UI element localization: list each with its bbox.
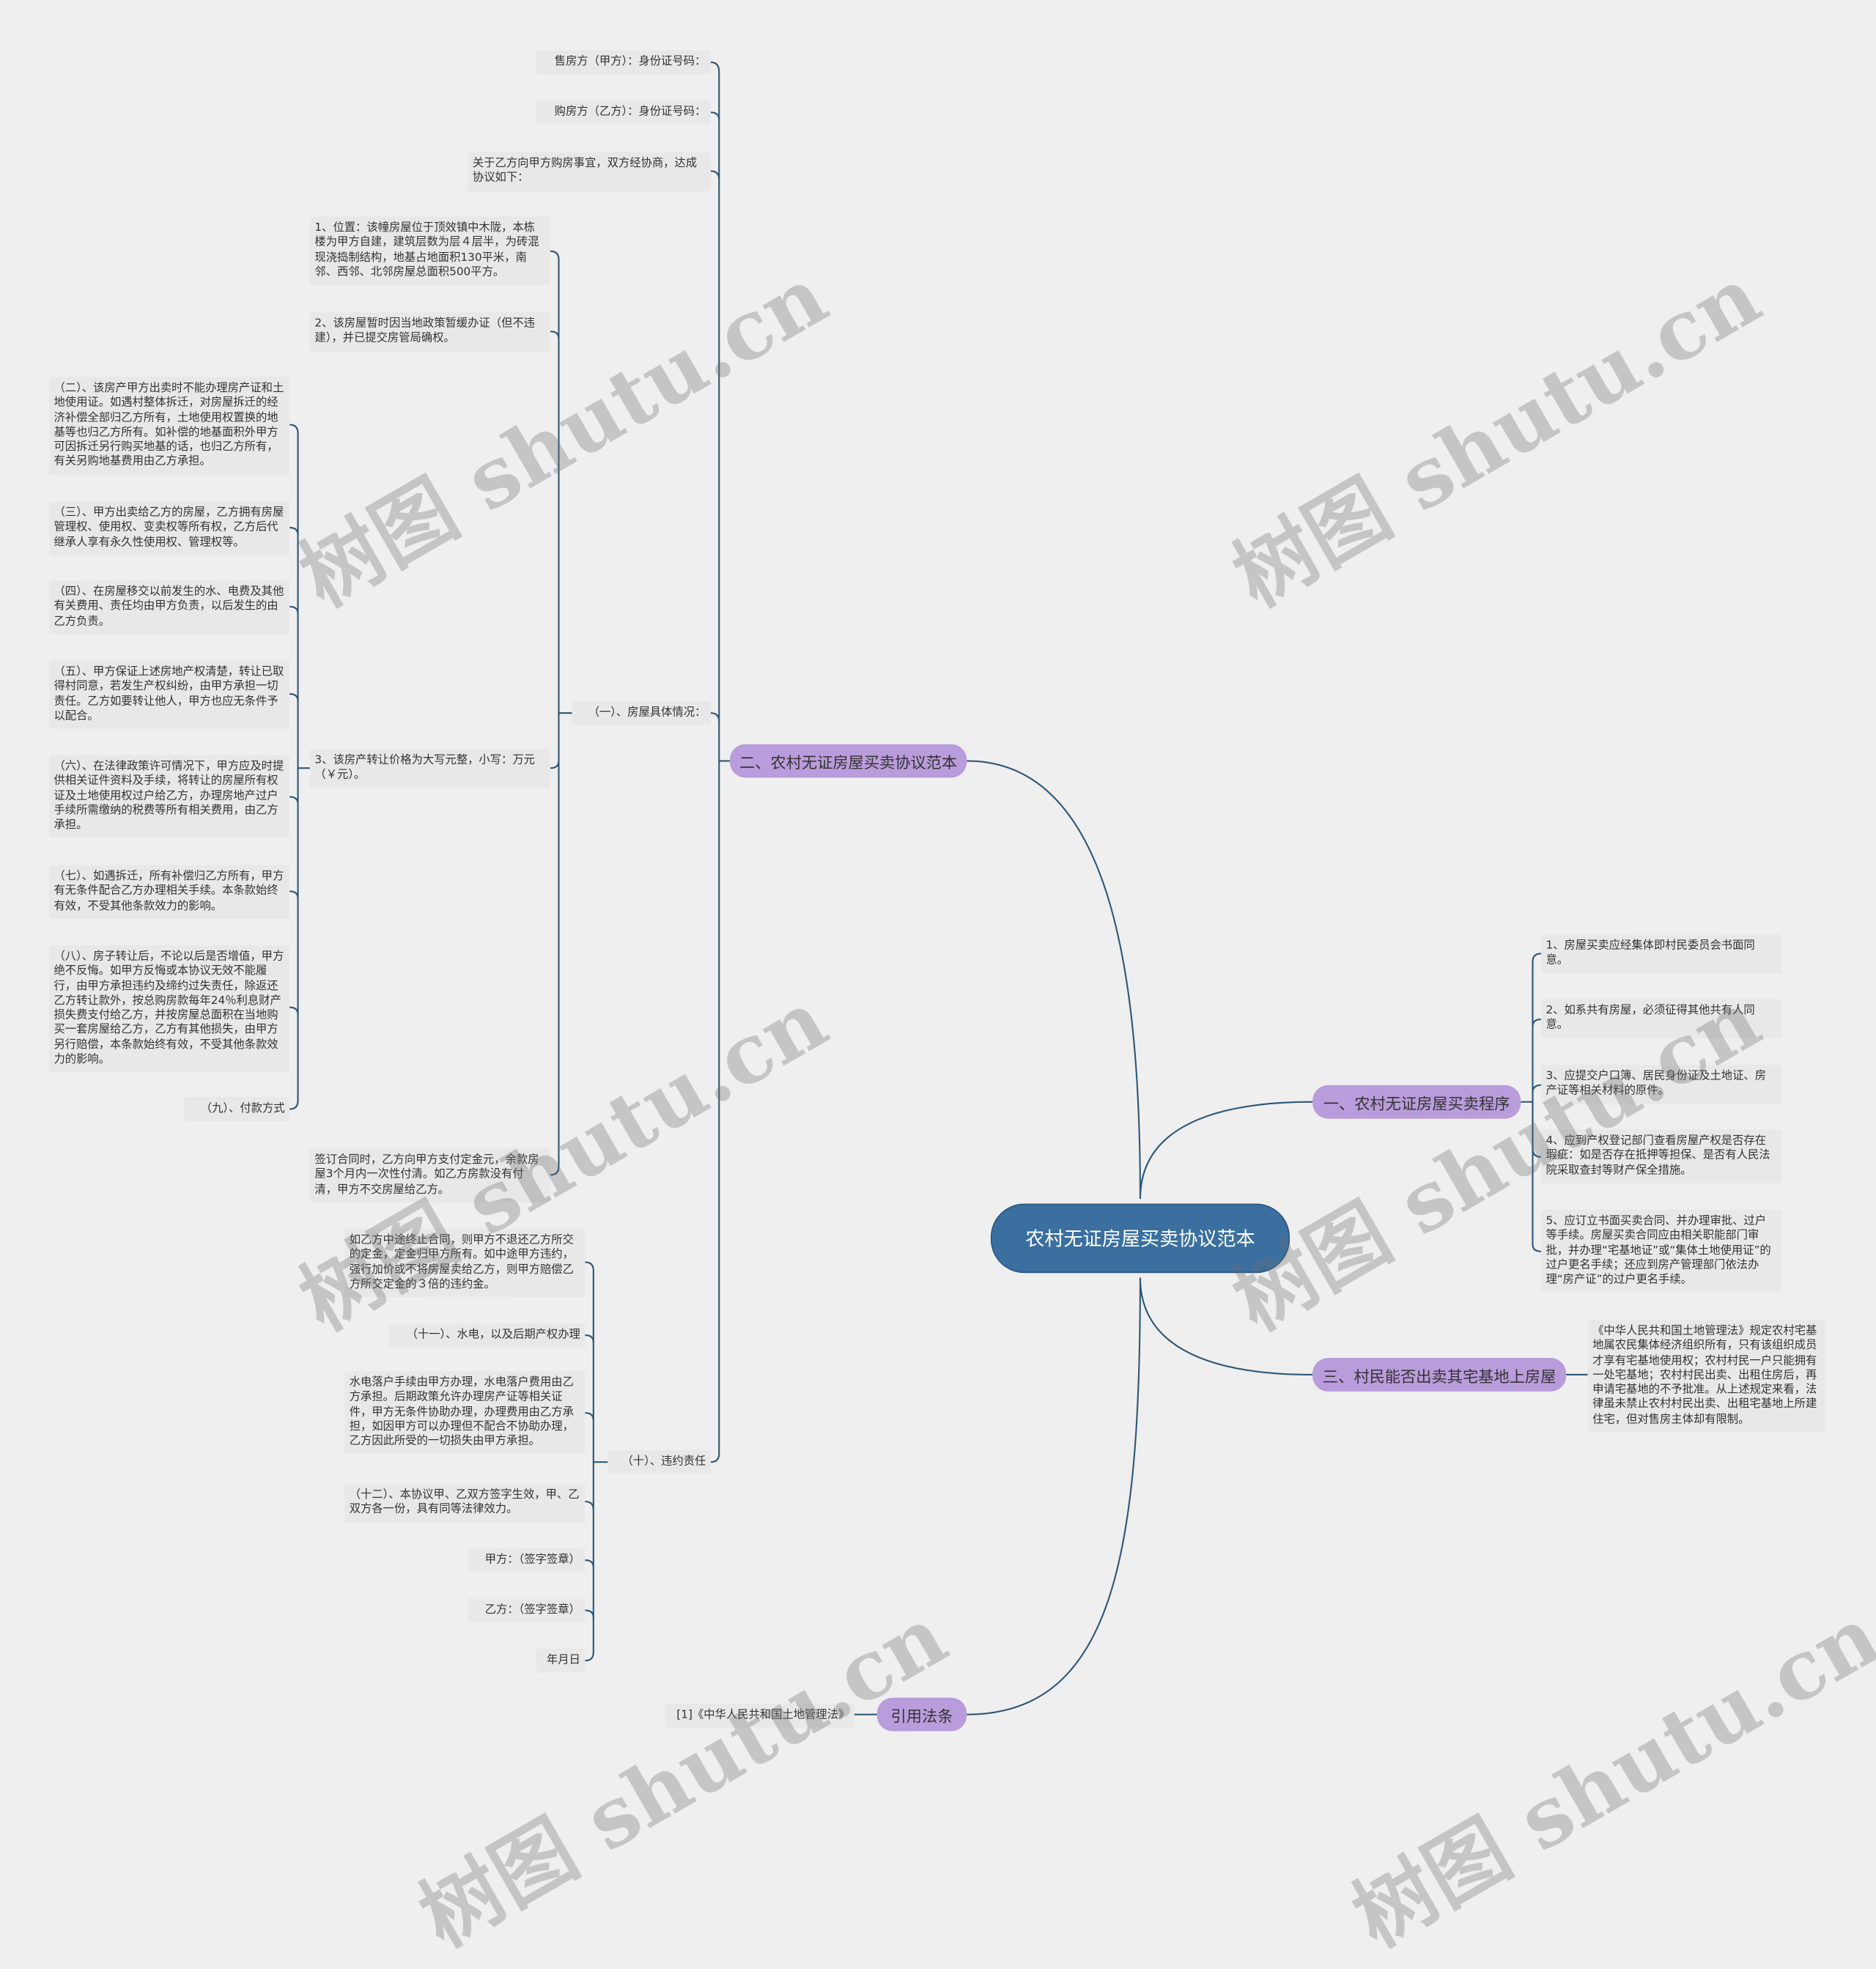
clause-2-leaf[interactable]: （二）、该房产甲方出卖时不能办理房产证和土地使用证。如遇村整体拆迁，对房屋拆迁的… xyxy=(48,377,290,475)
breach-detail-leaf[interactable]: 如乙方中途终止合同，则甲方不退还乙方所交的定金，定金归甲方所有。如中途甲方违约，… xyxy=(344,1228,586,1298)
branch-4-node[interactable]: 引用法条 xyxy=(876,1697,967,1732)
root-node[interactable]: 农村无证房屋买卖协议范本 xyxy=(990,1203,1290,1274)
signing-leaf[interactable]: 签订合同时，乙方向甲方支付定金元，余款房屋3个月内一次性付清。如乙方房款没有付清… xyxy=(309,1148,551,1203)
procedure-5-leaf[interactable]: 5、应订立书面买卖合同、并办理审批、过户等手续。房屋买卖合同应由相关职能部门审批… xyxy=(1540,1209,1782,1293)
procedure-3-leaf[interactable]: 3、应提交户口簿、居民身份证及土地证、房产证等相关材料的原件。 xyxy=(1540,1065,1782,1104)
party-a-sign-leaf[interactable]: 甲方：（签字签章） xyxy=(468,1548,586,1573)
branch-1-label: 一、农村无证房屋买卖程序 xyxy=(1323,1095,1510,1114)
buyer-leaf[interactable]: 购房方（乙方）：身份证号码： xyxy=(536,100,711,125)
party-b-sign-leaf[interactable]: 乙方：（签字签章） xyxy=(468,1598,586,1623)
clause-5-leaf[interactable]: （五）、甲方保证上述房地产权清楚，转让已取得村同意，若发生产权纠纷，由甲方承担一… xyxy=(48,660,290,729)
house-situation-node[interactable]: （一）、房屋具体情况： xyxy=(572,701,711,725)
citation-leaf[interactable]: [1]《中华人民共和国土地管理法》 xyxy=(665,1703,854,1729)
branch-2-node[interactable]: 二、农村无证房屋买卖协议范本 xyxy=(729,744,967,778)
clause-8-leaf[interactable]: （八）、房子转让后，不论以后是否增值，甲方绝不反悔。如甲方反悔或本协议无效不能履… xyxy=(48,945,290,1073)
certificate-leaf[interactable]: 2、该房屋暂时因当地政策暂缓办证（但不违建），并已提交房管局确权。 xyxy=(309,312,551,352)
mind-map-canvas: 农村无证房屋买卖协议范本 一、农村无证房屋买卖程序 二、农村无证房屋买卖协议范本… xyxy=(48,50,1876,1966)
date-leaf[interactable]: 年月日 xyxy=(536,1648,586,1673)
branch-1-node[interactable]: 一、农村无证房屋买卖程序 xyxy=(1312,1085,1521,1119)
clause-7-leaf[interactable]: （七）、如遇拆迁，所有补偿归乙方所有，甲方有无条件配合乙方办理相关手续。本条款始… xyxy=(48,865,290,919)
intro-leaf[interactable]: 关于乙方向甲方购房事宜，双方经协商，达成协议如下： xyxy=(468,152,711,191)
location-leaf[interactable]: 1、位置：该幢房屋位于顶效镇中木陇，本栋楼为甲方自建，建筑层数为层４层半，为砖混… xyxy=(309,216,551,285)
procedure-4-leaf[interactable]: 4、应到产权登记部门查看房屋产权是否存在瑕疵：如是否存在抵押等担保、是否有人民法… xyxy=(1540,1129,1782,1183)
utilities-leaf[interactable]: 水电落户手续由甲方办理，水电落户费用由乙方承担。后期政策允许办理房产证等相关证件… xyxy=(344,1371,586,1455)
branch-4-label: 引用法条 xyxy=(890,1707,953,1726)
connector-lines xyxy=(289,61,1588,1715)
branch-3-label: 三、村民能否出卖其宅基地上房屋 xyxy=(1322,1367,1556,1386)
clause-6-leaf[interactable]: （六）、在法律政策许可情况下，甲方应及时提供相关证件资料及手续，将转让的房屋所有… xyxy=(48,755,290,838)
price-node[interactable]: 3、该房产转让价格为大写元整，小写：万元（￥元）。 xyxy=(309,749,551,788)
clause-12-leaf[interactable]: （十二）、本协议甲、乙双方签字生效，甲、乙双方各一份，具有同等法律效力。 xyxy=(344,1483,586,1523)
procedure-2-leaf[interactable]: 2、如系共有房屋，必须征得其他共有人同意。 xyxy=(1540,999,1782,1038)
clause-3-leaf[interactable]: （三）、甲方出卖给乙方的房屋，乙方拥有房屋管理权、使用权、变卖权等所有权，乙方后… xyxy=(48,501,290,555)
breach-node[interactable]: （十）、违约责任 xyxy=(608,1449,711,1474)
clause-9-leaf[interactable]: （九）、付款方式 xyxy=(184,1097,290,1122)
land-law-leaf[interactable]: 《中华人民共和国土地管理法》规定农村宅基地属农民集体经济组织所有，只有该组织成员… xyxy=(1587,1319,1826,1433)
procedure-1-leaf[interactable]: 1、房屋买卖应经集体即村民委员会书面同意。 xyxy=(1540,934,1782,974)
root-label: 农村无证房屋买卖协议范本 xyxy=(1025,1227,1255,1250)
clause-11-leaf[interactable]: （十一）、水电，以及后期产权办理 xyxy=(388,1323,586,1348)
branch-3-node[interactable]: 三、村民能否出卖其宅基地上房屋 xyxy=(1312,1358,1567,1392)
seller-leaf[interactable]: 售房方（甲方）：身份证号码： xyxy=(536,50,711,75)
branch-2-label: 二、农村无证房屋买卖协议范本 xyxy=(739,754,958,772)
clause-4-leaf[interactable]: （四）、在房屋移交以前发生的水、电费及其他有关费用、责任均由甲方负责，以后发生的… xyxy=(48,580,290,635)
